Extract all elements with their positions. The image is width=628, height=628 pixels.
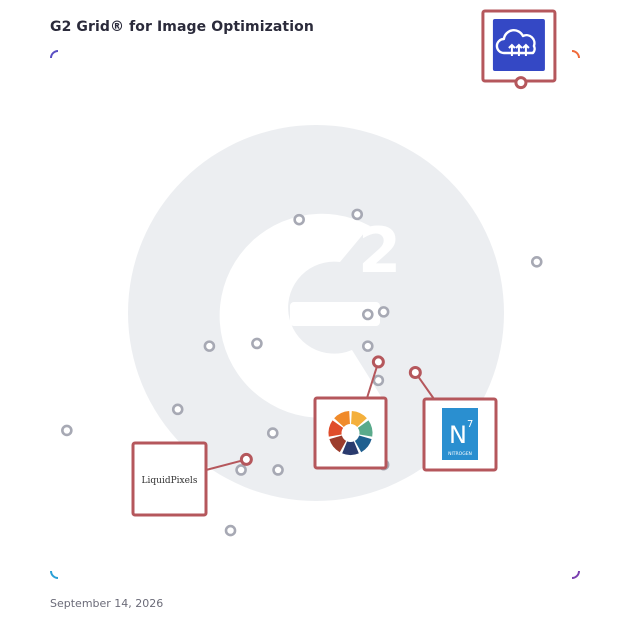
vendor-callout-cloudinary[interactable] bbox=[481, 9, 557, 90]
vendor-callout-imagekit[interactable] bbox=[313, 355, 388, 470]
vendor-point[interactable] bbox=[361, 308, 374, 321]
highlighted-point-marker[interactable] bbox=[371, 355, 385, 369]
g2-watermark: 2 bbox=[128, 125, 504, 501]
vendor-point[interactable] bbox=[203, 340, 216, 352]
page-title: G2 Grid® for Image Optimization bbox=[50, 19, 314, 35]
vendor-point[interactable] bbox=[530, 255, 543, 268]
nitrogen-word: NITROGEN bbox=[448, 451, 472, 457]
report-date: September 14, 2026 bbox=[50, 597, 164, 610]
vendor-point[interactable] bbox=[224, 524, 237, 537]
vendor-point[interactable] bbox=[171, 403, 184, 416]
highlighted-point-marker[interactable] bbox=[514, 76, 528, 90]
cloud-upload-icon bbox=[492, 19, 545, 71]
vendor-callout-liquidpixels[interactable]: LiquidPixels bbox=[131, 441, 253, 517]
vendor-point[interactable] bbox=[266, 427, 279, 439]
vendor-point[interactable] bbox=[293, 213, 305, 226]
liquidpixels-logo: LiquidPixels bbox=[142, 476, 198, 486]
highlighted-point-marker[interactable] bbox=[408, 365, 422, 379]
grid-frame bbox=[50, 50, 580, 579]
color-wheel-icon bbox=[328, 411, 373, 455]
vendor-point[interactable] bbox=[235, 464, 247, 476]
svg-text:2: 2 bbox=[358, 214, 401, 287]
vendor-point[interactable] bbox=[372, 374, 385, 387]
vendor-point[interactable] bbox=[61, 424, 73, 437]
vendor-point[interactable] bbox=[251, 337, 263, 350]
highlighted-point-marker[interactable] bbox=[239, 452, 253, 466]
vendor-point[interactable] bbox=[361, 340, 374, 352]
vendor-point[interactable] bbox=[272, 464, 284, 476]
vendor-point[interactable] bbox=[377, 306, 390, 318]
vendor-point[interactable] bbox=[351, 208, 364, 221]
nitrogen-letter: N bbox=[449, 421, 467, 449]
nitrogen-sup: 7 bbox=[467, 419, 473, 430]
